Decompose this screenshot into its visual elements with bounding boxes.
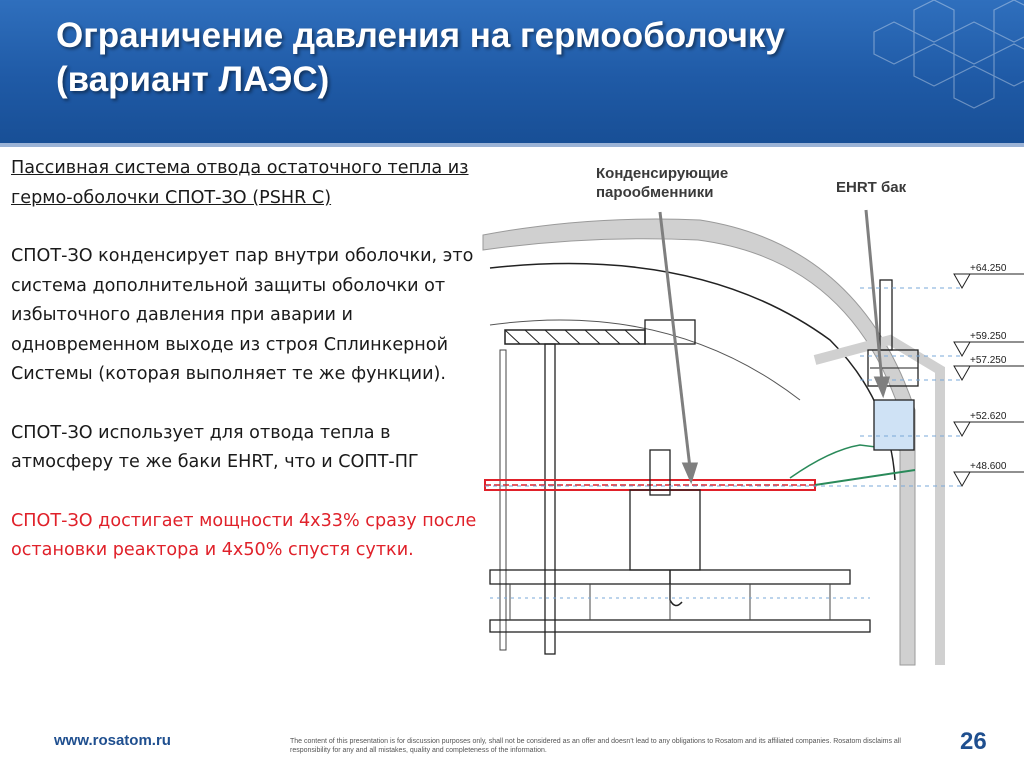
footer-link[interactable]: www.rosatom.ru xyxy=(54,732,171,749)
label-condensers-line-1: Конденсирующие xyxy=(596,165,729,182)
containment-diagram: +64.250 +59.250 +57.250 +52.620 +48.600 … xyxy=(470,150,1024,670)
footer-disclaimer: The content of this presentation is for … xyxy=(290,738,901,754)
level-label-5: +48.600 xyxy=(970,461,1007,472)
level-label-1: +64.250 xyxy=(970,263,1007,274)
level-label-4: +52.620 xyxy=(970,411,1007,422)
label-condensers-line-2: парообменники xyxy=(596,184,714,201)
level-label-3: +57.250 xyxy=(970,355,1007,366)
section-heading: Пассивная система отвода остаточного теп… xyxy=(11,158,469,208)
paragraph-2: СПОТ-ЗО использует для отвода тепла в ат… xyxy=(11,422,419,473)
label-ehrt-tank: EHRT бак xyxy=(836,179,907,196)
header-divider xyxy=(0,143,1024,147)
title-line-1: Ограничение давления на гермооболочку xyxy=(56,16,785,55)
page-title: Ограничение давления на гермооболочку (в… xyxy=(56,14,785,102)
title-line-2: (вариант ЛАЭС) xyxy=(56,60,330,99)
paragraph-1: СПОТ-ЗО конденсирует пар внутри оболочки… xyxy=(11,246,474,384)
page-number: 26 xyxy=(960,728,987,755)
slide-header: Ограничение давления на гермооболочку (в… xyxy=(0,0,1024,143)
label-condensers: Конденсирующие парообменники xyxy=(596,164,728,202)
containment-drawing: +64.250 +59.250 +57.250 +52.620 +48.600 xyxy=(482,209,1024,668)
hexagon-pattern-icon xyxy=(873,0,1024,109)
body-text: Пассивная система отвода остаточного теп… xyxy=(11,154,491,566)
paragraph-highlight: СПОТ-ЗО достигает мощности 4x33% сразу п… xyxy=(11,510,477,561)
level-label-2: +59.250 xyxy=(970,331,1007,342)
